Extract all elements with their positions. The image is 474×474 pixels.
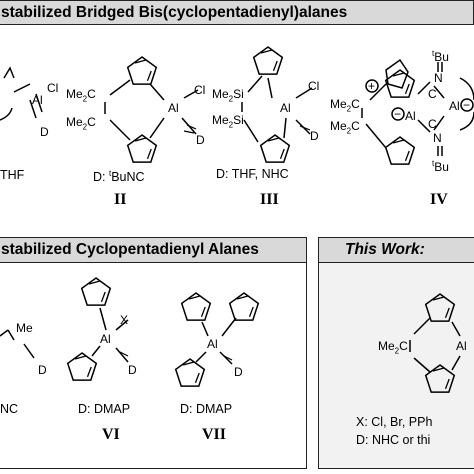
atom-d-V: D <box>38 363 47 377</box>
atom-al-I: Al <box>32 93 43 107</box>
atom-al-VI: Al <box>100 332 111 346</box>
atom-d-III: D <box>310 129 319 143</box>
donor-III: D: THF, NHC <box>216 167 289 181</box>
structure-II <box>104 56 199 163</box>
label-VII: VII <box>202 426 227 443</box>
donor-I: THF <box>0 168 25 182</box>
atom-me2si-III-bottom: Me2Si <box>212 113 244 130</box>
structure-VII <box>174 292 260 387</box>
atom-cl-III: Cl <box>308 79 320 93</box>
atom-cl-I: Cl <box>47 81 59 95</box>
atom-me2c-II-top: Me2C <box>66 87 96 104</box>
atom-c-IV-bottom: C <box>428 117 437 131</box>
donor-VI: D: DMAP <box>78 402 131 416</box>
panel-this-work: This Work: <box>318 237 474 469</box>
atom-d-II: D <box>196 133 205 147</box>
atom-me2c-IV-top: Me2C <box>330 97 360 114</box>
atom-tbu-IV-top: tBu <box>432 49 449 64</box>
structure-III <box>241 46 313 163</box>
atom-al-IV-right: Al <box>449 99 460 113</box>
atom-n-IV-top: N <box>434 71 443 85</box>
atom-tbu-IV-bottom: tBu <box>432 159 449 174</box>
structure-I <box>0 66 43 121</box>
atom-d-VI: D <box>128 363 137 377</box>
label-IV: IV <box>430 191 448 208</box>
panel-cp-alanes-title: stabilized Cyclopentadienyl Alanes <box>1 241 259 258</box>
panel-this-work-header: This Work: <box>319 238 474 263</box>
donor-II: D: tBuNC <box>93 169 145 185</box>
panel-cp-alanes: stabilized Cyclopentadienyl Alanes <box>0 237 307 469</box>
donor-V: NC <box>0 402 19 416</box>
atom-me2si-III-top: Me2Si <box>212 87 244 104</box>
donor-VII: D: DMAP <box>180 402 233 416</box>
atom-al-IV-left: Al <box>405 109 416 123</box>
atom-al-VII: Al <box>207 337 218 351</box>
atom-me-V: Me <box>16 321 33 335</box>
atom-al-II: Al <box>168 101 179 115</box>
structure-VI <box>66 277 129 381</box>
atom-n-IV-bottom: N <box>433 131 442 145</box>
label-II: II <box>114 191 127 208</box>
atom-me2c-IV-bottom: Me2C <box>330 119 360 136</box>
panel-this-work-title: This Work: <box>345 241 425 258</box>
atom-me2c-this-work: Me2C <box>378 339 408 356</box>
structure-this-work <box>409 293 461 393</box>
atom-cl-II: Cl <box>194 83 206 97</box>
atom-d-VII: D <box>234 365 243 379</box>
atom-al-this-work: Al <box>456 339 467 353</box>
atom-c-IV-top: C <box>428 87 437 101</box>
structure-V <box>0 329 35 359</box>
charge-minus-IV-left: − <box>394 107 402 121</box>
donors-this-work: D: NHC or thi <box>356 433 431 447</box>
section-header-bridged: stabilized Bridged Bis(cyclopentadienyl)… <box>0 0 474 25</box>
panel-cp-alanes-header: stabilized Cyclopentadienyl Alanes <box>0 238 306 263</box>
substituents-this-work: X: Cl, Br, PPh <box>356 415 433 429</box>
atom-x-VI: X <box>120 313 129 327</box>
charge-minus-IV-right: − <box>463 98 471 112</box>
atom-al-III: Al <box>280 101 291 115</box>
section-header-bridged-text: stabilized Bridged Bis(cyclopentadienyl)… <box>1 3 348 21</box>
label-VI: VI <box>102 426 120 443</box>
charge-plus-IV: + <box>368 79 376 93</box>
atom-me2c-II-bottom: Me2C <box>66 115 96 132</box>
label-III: III <box>260 191 279 208</box>
atom-d-I: D <box>40 125 49 139</box>
